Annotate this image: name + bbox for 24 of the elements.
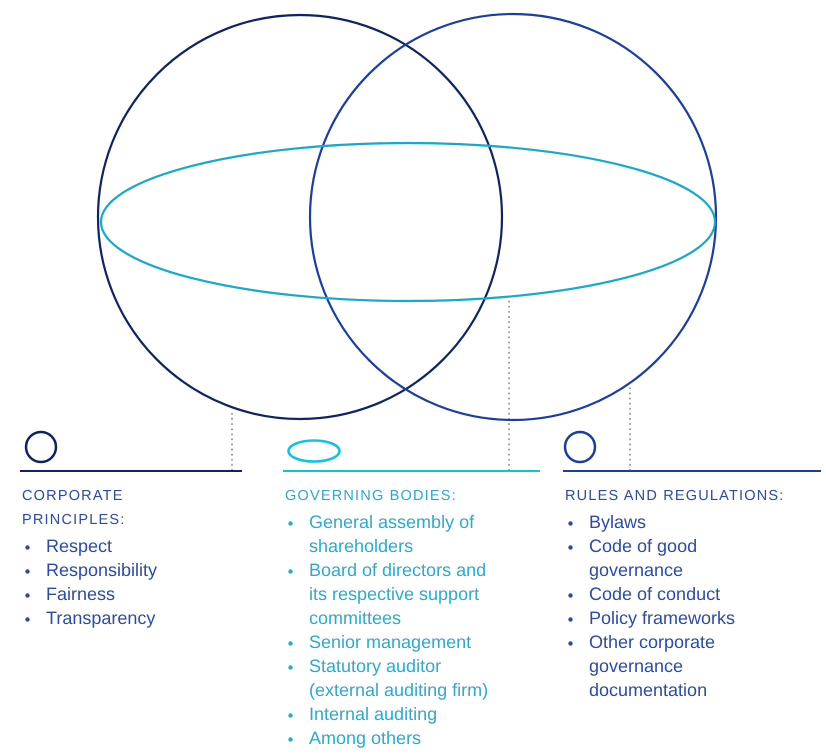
list-item: Other corporate governance documentation: [589, 631, 716, 702]
list-item: Code of conduct: [589, 583, 720, 606]
list-panel: [20, 470, 242, 630]
list-item: Bylaws: [589, 511, 646, 534]
list-item: Statutory auditor (external auditing firm): [309, 655, 490, 702]
outline-circle: [308, 12, 718, 422]
list-heading: GOVERNING BODIES:: [285, 487, 458, 506]
list-heading: RULES AND REGULATIONS:: [565, 487, 786, 506]
leader-line: [508, 298, 510, 471]
list-item: Respect: [46, 535, 112, 558]
list-item: Among others: [309, 727, 422, 750]
list-item: Transparency: [46, 607, 156, 630]
list-item: General assembly of shareholders: [309, 511, 476, 558]
list-item: Responsibility: [46, 559, 158, 582]
outline-circle: [96, 14, 504, 420]
list-item: Fairness: [46, 583, 116, 606]
outline-ellipse: [100, 142, 716, 302]
list-heading: CORPORATE PRINCIPLES:: [22, 487, 126, 530]
list-item: Internal auditing: [309, 703, 438, 726]
list-item: Code of good governance: [589, 535, 698, 582]
list-item: Policy frameworks: [589, 607, 736, 630]
list-panel: [283, 470, 540, 750]
list-item: Senior management: [309, 631, 472, 654]
list-item: Board of directors and its respective support committees: [309, 559, 488, 630]
